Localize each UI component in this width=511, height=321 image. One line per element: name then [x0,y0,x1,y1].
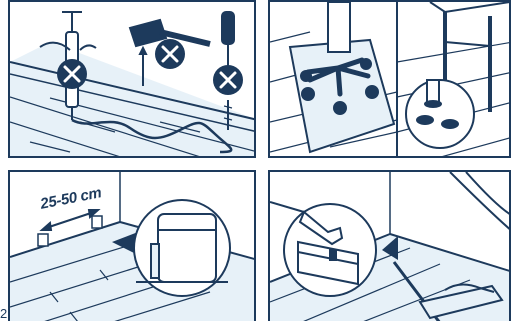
panel-expansion-gap: 25-50 cm [8,170,256,321]
panel-cleaning [268,170,511,321]
prohibited-icon [57,59,87,89]
floor-area [10,42,256,158]
prohibited-icon [155,39,185,69]
page-number: 2 [0,306,7,321]
prohibited-icon [213,65,243,95]
panel-1-illustration [10,2,256,158]
panel-2-illustration [270,2,511,158]
panel-no-glue-nails-screws [8,0,256,158]
panel-chair-protection [268,0,511,158]
double-arrow-icon [42,210,98,230]
panel-4-illustration [270,172,511,321]
